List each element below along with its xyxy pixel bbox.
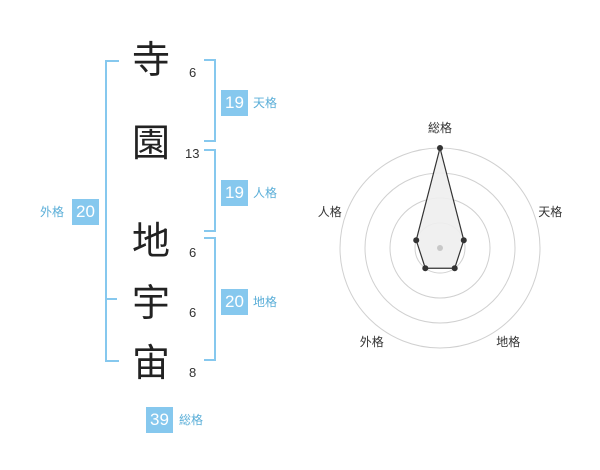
radar-center (437, 245, 443, 251)
chikaku-label: 地格 (253, 295, 278, 309)
tenkaku-value: 19 (221, 90, 248, 116)
soukaku-label: 総格 (179, 413, 204, 427)
gaikaku-value: 20 (72, 199, 99, 225)
radar-point-0 (437, 145, 443, 151)
stroke-count-2: 13 (185, 146, 200, 161)
name-char-5: 宙 (131, 341, 170, 385)
chikaku-bracket (204, 237, 216, 361)
gaikaku-label: 外格 (40, 205, 65, 219)
name-char-2: 園 (131, 121, 170, 165)
gaikaku-bracket (105, 60, 119, 362)
name-char-3: 地 (131, 219, 170, 263)
radar-axis-label-0: 総格 (428, 120, 452, 135)
chikaku-value: 20 (221, 289, 248, 315)
name-char-4: 宇 (131, 281, 170, 325)
stroke-count-5: 8 (189, 365, 197, 380)
stroke-count-4: 6 (189, 305, 197, 320)
jinkaku-label: 人格 (253, 186, 278, 200)
tenkaku-bracket (204, 59, 216, 142)
tenkaku-label: 天格 (253, 96, 278, 110)
gaikaku-bracket-tick (105, 298, 117, 300)
stroke-count-1: 6 (189, 65, 197, 80)
radar-axis-label-3: 外格 (360, 334, 384, 349)
stroke-count-3: 6 (189, 245, 197, 260)
radar-area (415, 147, 465, 269)
radar-point-1 (460, 237, 467, 244)
soukaku-value: 39 (146, 407, 173, 433)
radar-axis-label-1: 天格 (538, 204, 562, 219)
name-char-1: 寺 (131, 38, 170, 82)
radar-axis-label-4: 人格 (318, 204, 342, 219)
jinkaku-value: 19 (221, 180, 248, 206)
jinkaku-bracket (204, 149, 216, 232)
radar-axis-label-2: 地格 (496, 334, 520, 349)
radar-point-4 (413, 237, 420, 244)
radar-point-2 (451, 265, 458, 272)
radar-point-3 (422, 265, 429, 272)
